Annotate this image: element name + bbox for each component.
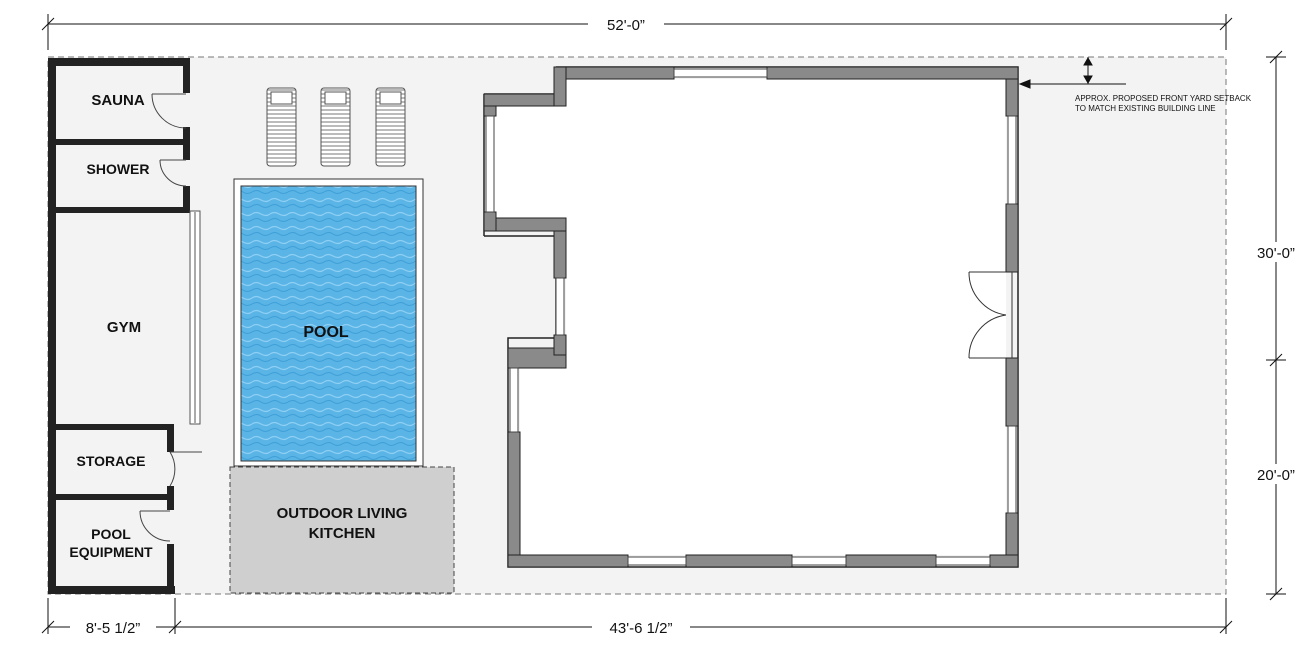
right-width-label: 43'-6 1/2” xyxy=(610,620,673,637)
setback-note-line2: TO MATCH EXISTING BUILDING LINE xyxy=(1075,104,1216,113)
kitchen-label: KITCHEN xyxy=(309,525,376,542)
gym-window xyxy=(189,210,201,425)
left-width-label: 8'-5 1/2” xyxy=(86,620,141,637)
room-doors xyxy=(139,93,202,542)
lounge-chair xyxy=(266,87,297,167)
main-house-windows xyxy=(485,68,1017,566)
outdoor-living-label: OUTDOOR LIVING xyxy=(277,505,408,522)
lounge-chair xyxy=(375,87,406,167)
lounge-chair xyxy=(320,87,351,167)
front-double-door xyxy=(968,271,1013,359)
shower-label: SHOWER xyxy=(87,161,150,177)
main-house-interior xyxy=(490,79,1006,555)
upper-depth-label: 30'-0” xyxy=(1257,245,1295,262)
pool-equipment-label-line2: EQUIPMENT xyxy=(69,544,153,560)
gym-label: GYM xyxy=(107,319,141,336)
pool-water xyxy=(240,185,417,462)
dimension-right xyxy=(1266,50,1286,601)
storage-label: STORAGE xyxy=(77,453,146,469)
setback-note-line1: APPROX. PROPOSED FRONT YARD SETBACK xyxy=(1075,94,1252,103)
lounge-chairs xyxy=(266,87,406,167)
outdoor-living-area xyxy=(229,466,455,594)
overall-width-label: 52'-0” xyxy=(607,17,645,34)
setback-arrow xyxy=(1018,56,1126,89)
lower-depth-label: 20'-0” xyxy=(1257,467,1295,484)
accessory-building xyxy=(48,58,190,594)
pool-equipment-label-line1: POOL xyxy=(91,526,131,542)
sauna-label: SAUNA xyxy=(91,92,145,109)
pool-label: POOL xyxy=(303,324,349,341)
